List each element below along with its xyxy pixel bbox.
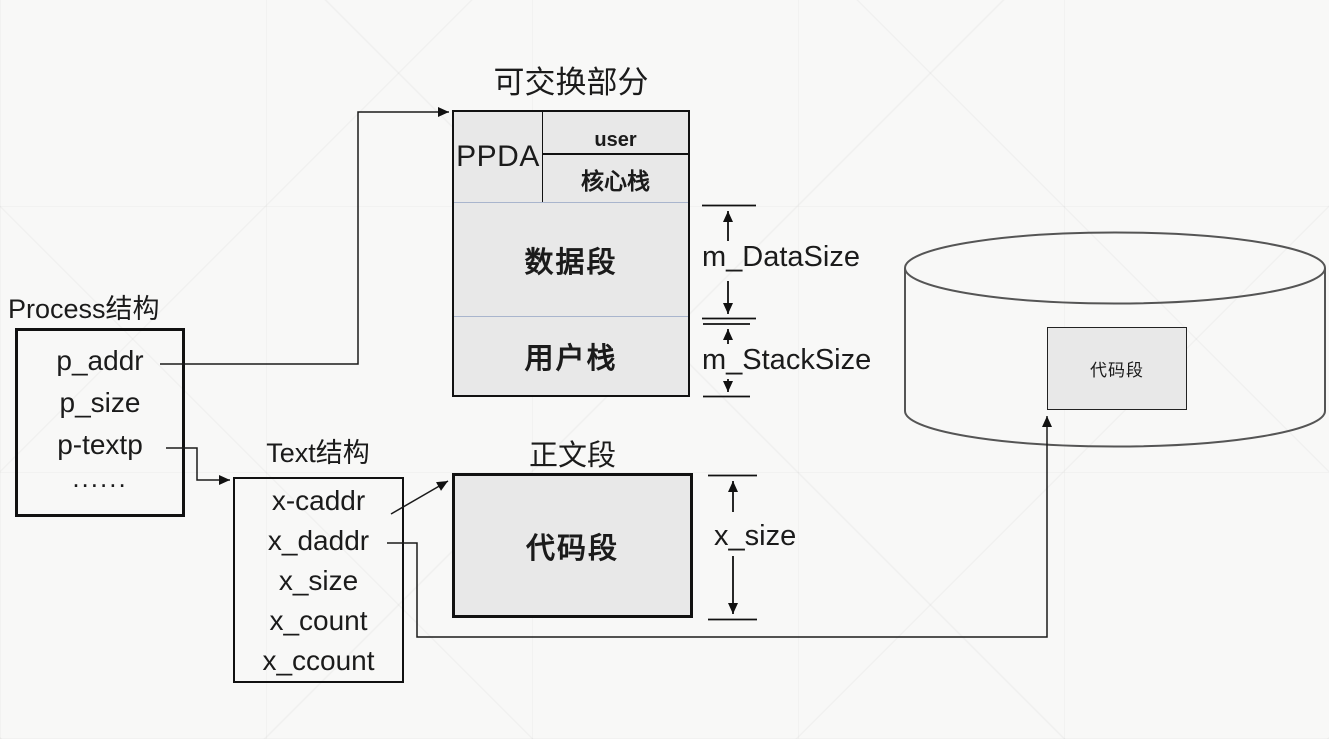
swappable-memory-box: PPDA user 核心栈 数据段 用户栈 [452, 110, 690, 397]
process-field-p-addr: p_addr [56, 345, 144, 376]
text-field-x-ccount: x_ccount [262, 645, 375, 676]
section-divider [454, 202, 688, 203]
text-segment-title: 正文段 [528, 440, 616, 472]
process-field-p-size: p_size [59, 387, 141, 418]
user-kernel-cell: user 核心栈 [543, 112, 688, 202]
text-struct-box: x-caddr x_daddr x_size x_count x_ccount [233, 477, 404, 683]
memory-header-section: PPDA user 核心栈 [454, 112, 688, 202]
m-stacksize-label: m_StackSize [702, 344, 872, 376]
m-datasize-label: m_DataSize [702, 241, 860, 273]
code-segment-box: 代码段 [452, 473, 693, 618]
data-segment-section: 数据段 [524, 246, 618, 279]
x-size-label: x_size [714, 520, 797, 552]
swappable-part-title: 可交换部分 [493, 65, 649, 100]
text-field-x-daddr: x_daddr [267, 525, 370, 556]
text-field-x-count: x_count [269, 605, 368, 636]
section-divider [454, 316, 688, 317]
process-struct-title: Process结构 [8, 294, 160, 324]
process-struct-box: p_addr p_size p-textp ...... [15, 328, 185, 517]
disk-cylinder-top [904, 231, 1326, 305]
connector-p-addr-to-memory [160, 107, 449, 365]
text-field-x-caddr: x-caddr [271, 485, 366, 516]
kernel-stack-label: 核心栈 [581, 167, 650, 194]
ppda-cell: PPDA [454, 112, 543, 202]
text-field-x-size: x_size [278, 565, 359, 596]
text-struct-title: Text结构 [266, 438, 370, 468]
process-field-p-textp: p-textp [57, 429, 143, 460]
user-stack-section: 用户栈 [524, 343, 618, 375]
disk-code-segment-box: 代码段 [1047, 327, 1187, 410]
process-field-ellipsis: ...... [72, 463, 128, 493]
user-label: user [543, 112, 688, 155]
